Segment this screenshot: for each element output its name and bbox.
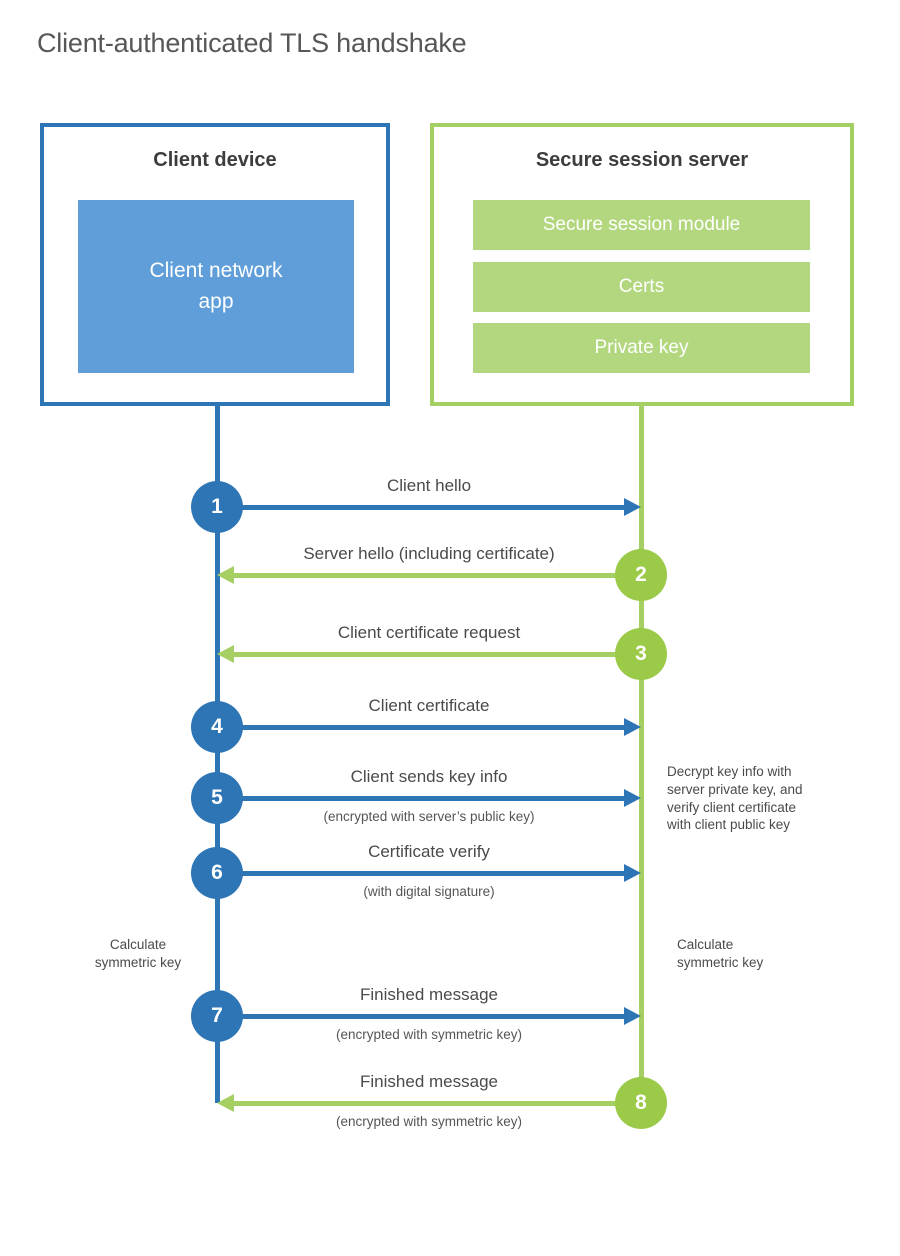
arrowhead-left-icon — [217, 1094, 234, 1112]
step-4-circle: 4 — [191, 701, 243, 753]
step-2-label: Server hello (including certificate) — [303, 544, 555, 563]
arrow-right-icon — [217, 1007, 641, 1025]
arrowhead-right-icon — [624, 498, 641, 516]
decrypt-key-note: Decrypt key info with server private key… — [667, 764, 803, 833]
arrowhead-right-icon — [624, 718, 641, 736]
arrowhead-left-icon — [217, 566, 234, 584]
client-network-app-box: Client network app — [78, 200, 354, 373]
step-8-circle: 8 — [615, 1077, 667, 1129]
client-lifeline — [215, 405, 220, 1103]
step-6-sublabel: (with digital signature) — [363, 884, 495, 899]
step-3-label: Client certificate request — [337, 623, 521, 642]
step-6-label: Certificate verify — [368, 842, 490, 861]
step-5-label: Client sends key info — [350, 767, 508, 786]
step-8-sublabel: (encrypted with symmetric key) — [335, 1114, 523, 1129]
arrow-left-icon — [217, 566, 641, 584]
arrowhead-left-icon — [217, 645, 234, 663]
secure-session-module-bar: Secure session module — [473, 200, 810, 250]
step-3-circle: 3 — [615, 628, 667, 680]
arrowhead-right-icon — [624, 1007, 641, 1025]
client-device-box: Client device Client network app — [40, 123, 390, 406]
arrowhead-right-icon — [624, 789, 641, 807]
arrow-right-icon — [217, 789, 641, 807]
step-7-label: Finished message — [360, 985, 498, 1004]
step-6-circle: 6 — [191, 847, 243, 899]
step-7-sublabel: (encrypted with symmetric key) — [335, 1027, 523, 1042]
step-8-label: Finished message — [360, 1072, 498, 1091]
private-key-bar: Private key — [473, 323, 810, 373]
step-7-circle: 7 — [191, 990, 243, 1042]
step-5-circle: 5 — [191, 772, 243, 824]
page-title: Client-authenticated TLS handshake — [37, 28, 467, 58]
secure-session-server-box: Secure session server Secure session mod… — [430, 123, 854, 406]
arrow-right-icon — [217, 718, 641, 736]
secure-session-server-title: Secure session server — [535, 149, 749, 171]
server-lifeline — [639, 405, 644, 1103]
step-1-label: Client hello — [386, 476, 472, 495]
step-4-label: Client certificate — [368, 696, 490, 715]
arrow-left-icon — [217, 645, 641, 663]
client-device-title: Client device — [153, 149, 277, 171]
arrow-left-icon — [217, 1094, 641, 1112]
arrowhead-right-icon — [624, 864, 641, 882]
step-1-circle: 1 — [191, 481, 243, 533]
certs-bar: Certs — [473, 262, 810, 312]
calculate-symmetric-key-note-server: Calculate symmetric key — [677, 937, 764, 970]
calculate-symmetric-key-note-client: Calculate symmetric key — [94, 937, 182, 970]
arrow-right-icon — [217, 498, 641, 516]
arrow-right-icon — [217, 864, 641, 882]
step-2-circle: 2 — [615, 549, 667, 601]
step-5-sublabel: (encrypted with server’s public key) — [323, 809, 535, 824]
